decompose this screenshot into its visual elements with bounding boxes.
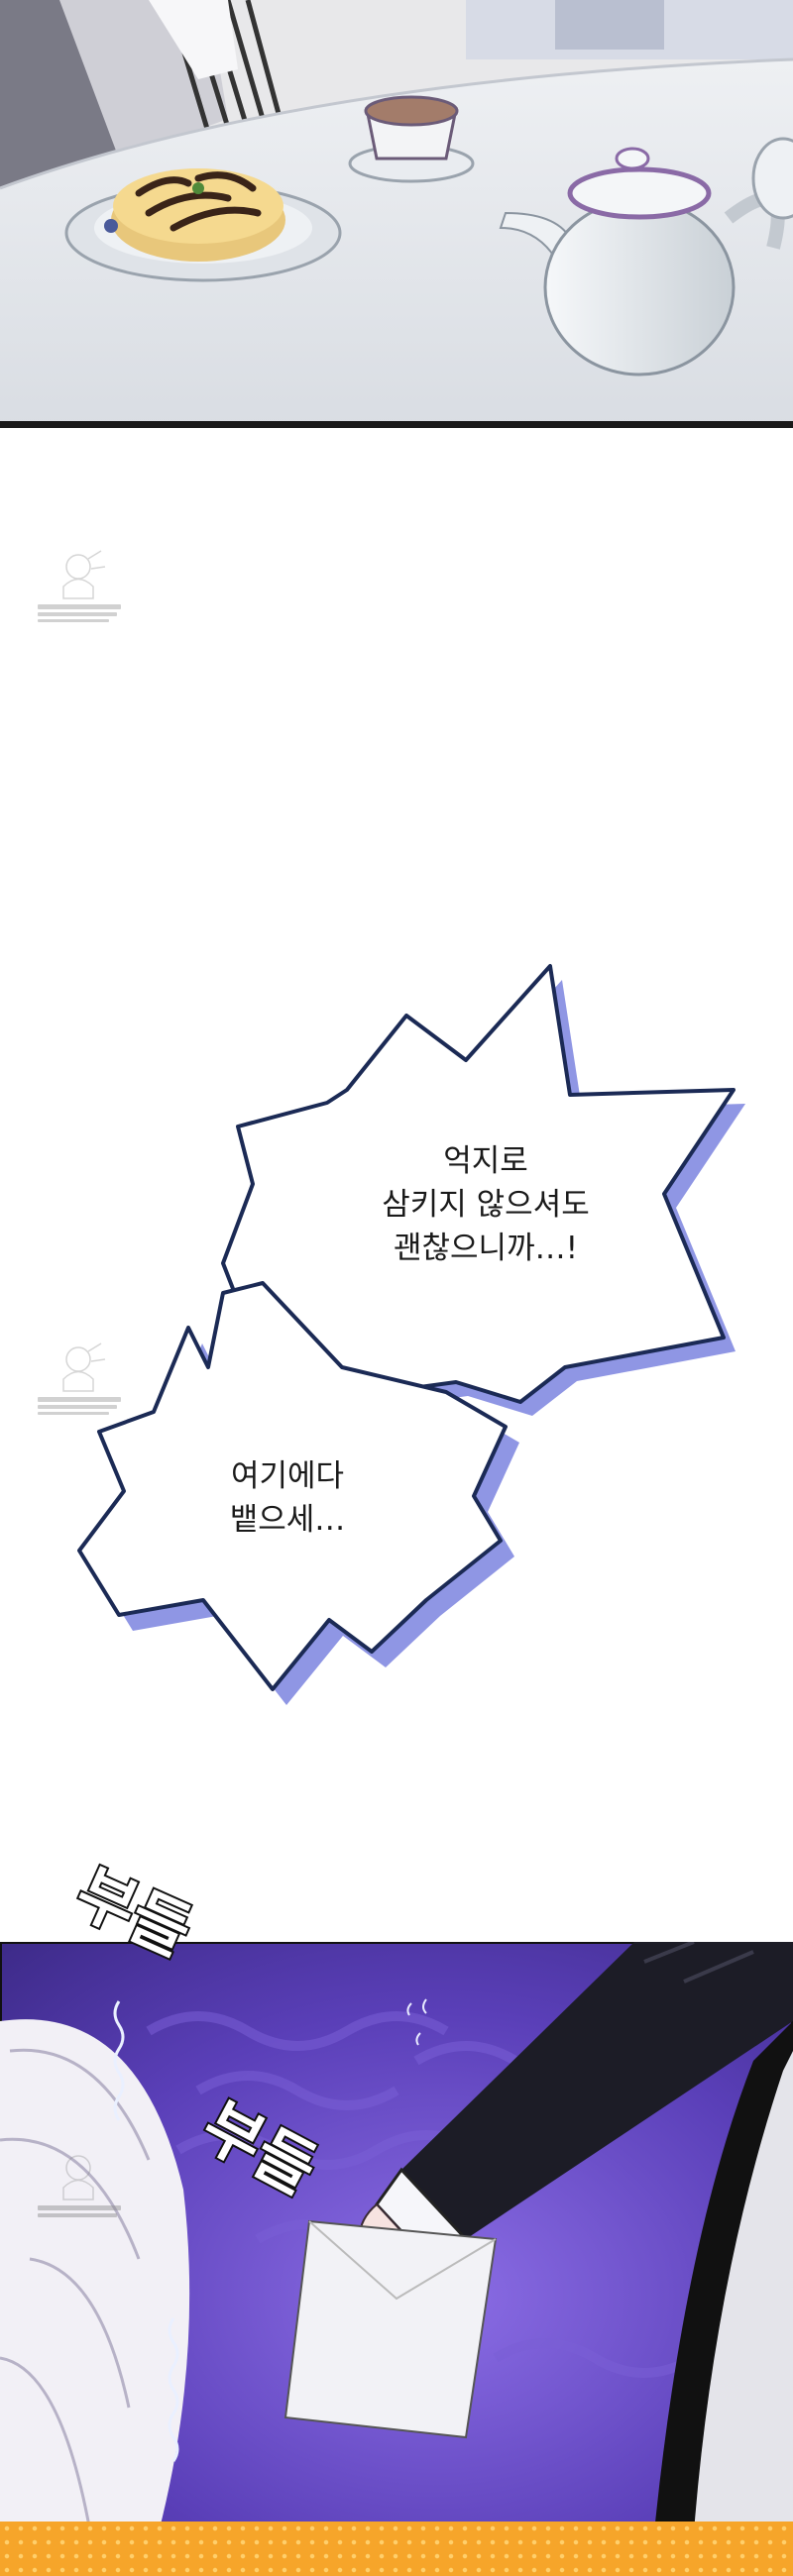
speech-bubble-main: 억지로 삼키지 않으셔도 괜찮으니까…!: [218, 956, 753, 1432]
speech-bubble-secondary: 여기에다 뱉으세…: [59, 1273, 525, 1739]
speech-line: 괜찮으니까…!: [393, 1231, 579, 1266]
speech-line: 삼키지 않으셔도: [382, 1187, 590, 1223]
watermark-logo: [34, 1340, 133, 1419]
speech-bubble-secondary-shape: [77, 1281, 519, 1705]
tea-table-panel: [0, 0, 793, 428]
speech-line: 뱉으세…: [229, 1502, 346, 1538]
watermark-logo: [34, 547, 133, 626]
speech-line: 억지로: [443, 1143, 528, 1179]
speech-line: 여기에다: [230, 1458, 345, 1494]
handkerchief-illustration: [0, 1942, 793, 2532]
watermark-logo: [34, 2148, 133, 2227]
handkerchief-panel: [0, 1942, 793, 2532]
polka-dot-strip: [0, 2522, 793, 2576]
tea-table-illustration: [0, 0, 793, 428]
